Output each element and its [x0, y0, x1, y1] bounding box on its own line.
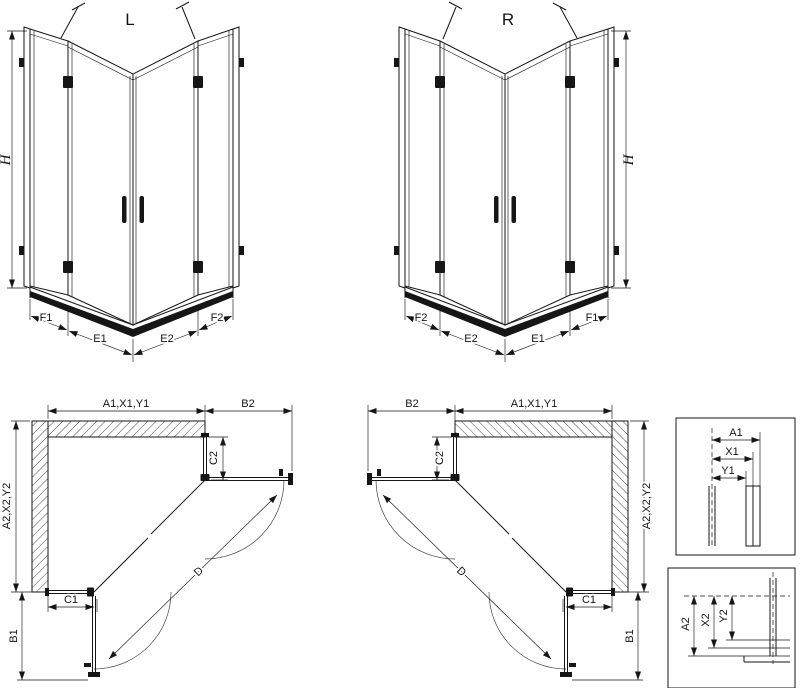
view-title-right: R [502, 10, 514, 29]
perspective-left-drawing [7, 2, 244, 362]
tray-dim-label: F1 [40, 312, 53, 324]
plan-dim-label-b2: B2 [405, 398, 418, 410]
detail-dim-label: Y2 [718, 609, 730, 622]
plan-dim-label-side: A2,X2,Y2 [641, 483, 653, 529]
tray-dim-label: F2 [415, 312, 428, 324]
detail-dim-label: Y1 [721, 465, 734, 477]
plan-dim-label-d: D [454, 565, 468, 579]
plan-dim-label-top: A1,X1,Y1 [103, 398, 149, 410]
plan-right-drawing [367, 405, 649, 680]
tray-dim-label: E2 [464, 333, 477, 345]
detail-dim-label: A1 [729, 427, 742, 439]
plan-dim-label-b2: B2 [241, 398, 254, 410]
height-label-right: H [621, 153, 637, 166]
detail-dim-label: A2 [680, 617, 692, 630]
tray-dim-label: E2 [160, 333, 173, 345]
plan-dim-label-c1: C1 [64, 594, 78, 606]
plan-dim-label-c2: C2 [434, 451, 446, 465]
plan-view-right: A1,X1,Y1 B2 C2 A2,X2,Y2 C1 B1 D [367, 396, 655, 680]
height-label-left: H [0, 153, 14, 166]
detail-dim-label: X2 [700, 613, 712, 626]
tray-dim-label: E1 [93, 333, 106, 345]
perspective-right-drawing [394, 2, 631, 362]
tray-dim-label: F1 [586, 312, 599, 324]
plan-dim-label-c1: C1 [582, 594, 596, 606]
perspective-view-left: L H F1 E1 E2 F2 [0, 2, 244, 362]
detail-box-bottom: A2 X2 Y2 [667, 567, 796, 688]
plan-view-left: A1,X1,Y1 B2 C2 A2,X2,Y2 C1 B1 D [0, 396, 293, 680]
plan-dim-label-top: A1,X1,Y1 [511, 398, 557, 410]
detail-dim-label: X1 [725, 446, 738, 458]
plan-left-drawing [11, 405, 293, 680]
tray-dim-label: F2 [211, 312, 224, 324]
detail-box-top: A1 X1 Y1 [675, 417, 796, 556]
plan-dim-label-side: A2,X2,Y2 [1, 483, 13, 529]
view-title-left: L [125, 10, 134, 29]
plan-dim-label-b1: B1 [8, 629, 20, 642]
plan-dim-label-b1: B1 [624, 629, 636, 642]
plan-dim-label-d: D [192, 565, 206, 579]
plan-dim-label-c2: C2 [208, 451, 220, 465]
perspective-view-right: R H F2 E2 E1 F1 [394, 2, 637, 362]
tray-dim-label: E1 [531, 333, 544, 345]
